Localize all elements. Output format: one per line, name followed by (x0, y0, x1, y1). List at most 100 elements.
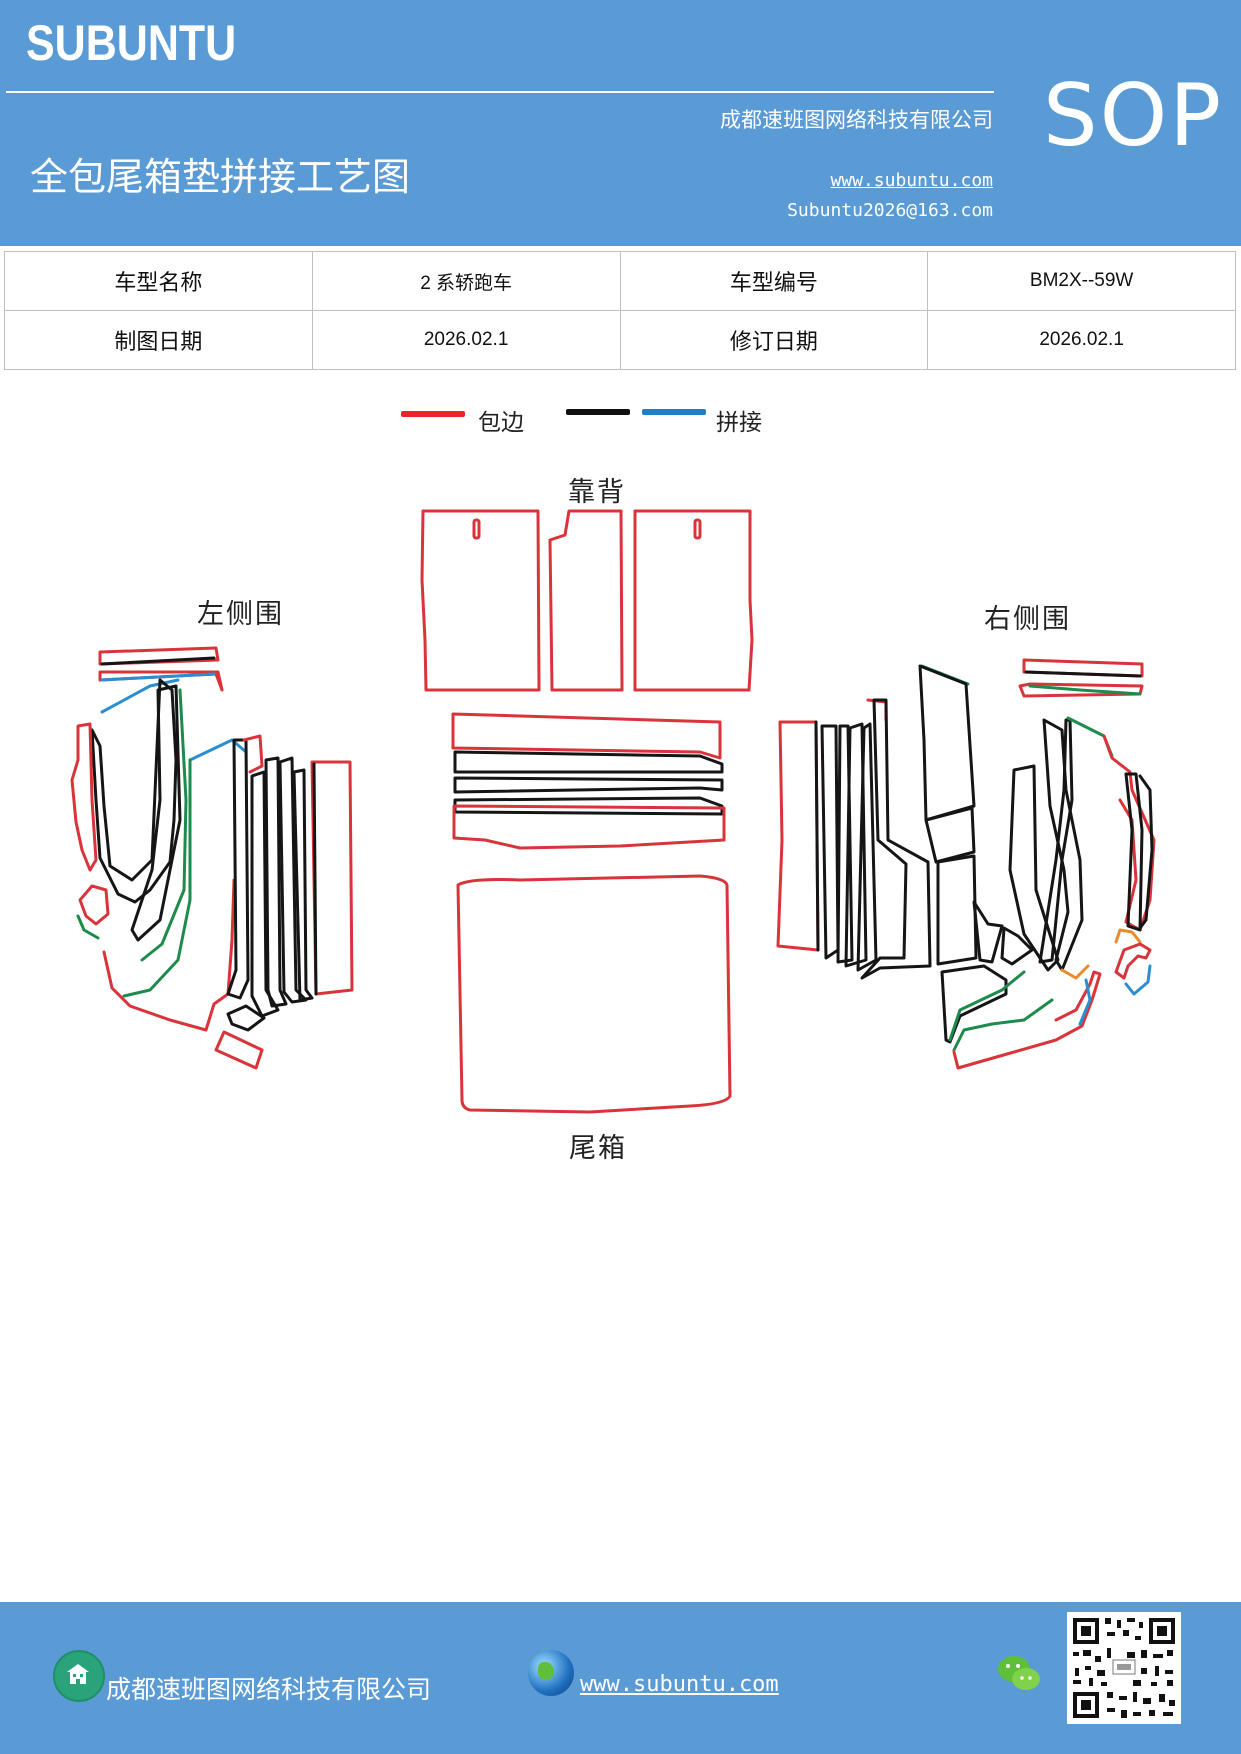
middle-strips (451, 712, 726, 850)
right-inner-strip-1 (1124, 772, 1144, 932)
right-strip-3 (836, 724, 854, 964)
right-seam-blue-1 (1078, 978, 1092, 1026)
right-strip-top-2 (1018, 682, 1144, 698)
left-panel-outer-edge (70, 722, 98, 872)
qr-code[interactable] (1067, 1612, 1181, 1724)
wechat-icon[interactable] (996, 1652, 1042, 1694)
left-strip-7 (264, 756, 288, 1008)
legend-red-line (401, 411, 465, 417)
right-strip-5-edge (866, 698, 888, 722)
left-strip-5-edge (242, 734, 264, 774)
header-website-link[interactable]: www.subuntu.com (830, 170, 993, 191)
footer-company: 成都速班图网络科技有限公司 (106, 1675, 432, 1704)
table-cell: BM2X--59W (927, 251, 1236, 311)
label-left-side: 左侧围 (197, 599, 284, 630)
left-seam-blue-2 (188, 738, 248, 762)
right-middle-edge (1102, 734, 1156, 932)
right-strip-left (776, 720, 820, 952)
right-seam-orange-2 (1114, 928, 1142, 944)
right-middle-panel-3 (1038, 718, 1074, 964)
left-panel-4-seam (122, 758, 192, 998)
right-strip-left-seam (814, 720, 820, 952)
label-trunk: 尾箱 (569, 1133, 627, 1164)
right-panel-mid-3 (972, 900, 1004, 964)
building-icon (53, 1650, 105, 1702)
table-row: 车型名称 2 系轿跑车 车型编号 BM2X--59W (4, 251, 1236, 311)
footer-website-link[interactable]: www.subuntu.com (580, 1672, 779, 1697)
right-lower-seam-green-2 (952, 998, 1054, 1052)
left-strip-10 (310, 760, 354, 996)
header-banner (0, 0, 1241, 246)
right-panel-mid-2 (936, 854, 978, 966)
left-small-block-2 (214, 1030, 264, 1070)
table-cell: 制图日期 (4, 310, 313, 370)
backrest-panels (420, 509, 754, 692)
left-seam-blue-1 (100, 678, 180, 714)
right-panel-mid-4 (1000, 926, 1034, 966)
backrest-panel-right (633, 509, 754, 692)
right-seam-orange-1 (1060, 964, 1090, 980)
right-lower-seam-green-1 (948, 970, 1026, 1042)
middle-strip-3 (453, 776, 724, 794)
left-strip-top-1-seam (100, 656, 216, 666)
backrest-panel-middle (548, 509, 624, 692)
table-cell: 修订日期 (619, 310, 929, 370)
left-small-block-1 (226, 1004, 266, 1032)
label-backrest: 靠背 (568, 477, 626, 508)
legend-label-seam: 拼接 (716, 410, 762, 436)
table-row: 制图日期 2026.02.1 修订日期 2026.02.1 (4, 310, 1236, 370)
left-big-panel-edge (102, 878, 236, 1032)
right-panel-tall (918, 664, 976, 822)
left-panel-3-seam (140, 688, 188, 962)
document-title: 全包尾箱垫拼接工艺图 (30, 155, 411, 199)
left-strip-8 (278, 756, 308, 1004)
header-company: 成都速班图网络科技有限公司 (720, 108, 993, 132)
table-cell: 车型编号 (619, 251, 929, 311)
legend-label-binding: 包边 (478, 410, 524, 436)
left-side-panels (70, 646, 354, 1070)
right-strip-4 (844, 722, 868, 968)
right-strip-top-2-seam (1028, 684, 1142, 696)
right-inner-strip-2 (1138, 774, 1154, 930)
right-lower-left-block (940, 964, 1008, 1044)
right-panel-mid-1 (924, 806, 976, 864)
left-lower-seam-green (76, 914, 100, 940)
trunk-floor-panel (456, 874, 732, 1114)
left-panel-2 (130, 684, 182, 942)
right-strip-5 (856, 722, 878, 972)
right-lower-big-edge (952, 970, 1102, 1070)
header-email[interactable]: Subuntu2026@163.com (787, 200, 993, 221)
middle-strip-2 (453, 750, 724, 774)
middle-strip-top (451, 712, 722, 760)
right-strip-top-1 (1022, 658, 1144, 678)
legend-blue-line (642, 409, 706, 415)
globe-icon (528, 1650, 574, 1696)
left-lower-curve-1 (78, 884, 110, 926)
label-right-side: 右侧围 (984, 604, 1071, 635)
right-strip-6 (860, 698, 932, 980)
right-seam-blue-2 (1124, 964, 1152, 996)
table-cell: 2 系轿跑车 (311, 251, 621, 311)
left-panel-outer (90, 678, 178, 904)
left-strip-top-1 (98, 646, 220, 666)
left-strip-top-2 (98, 670, 224, 692)
left-strip-9 (292, 768, 314, 1002)
right-side-panels (776, 658, 1156, 1070)
sop-badge: SOP (1043, 66, 1224, 166)
backrest-panel-left (420, 509, 541, 692)
backrest-slot-left (472, 518, 481, 540)
right-middle-panel-1 (1008, 764, 1060, 972)
table-cell: 车型名称 (4, 251, 313, 311)
right-strip-top-1-seam (1024, 670, 1142, 678)
brand-logo: SUBUNTU (26, 15, 237, 71)
left-strip-top-2-seam (100, 672, 216, 682)
header-divider (6, 91, 994, 93)
middle-strip-bottom (452, 804, 726, 850)
table-cell: 2026.02.1 (311, 310, 621, 370)
table-cell: 2026.02.1 (927, 310, 1236, 370)
info-table: 车型名称 2 系轿跑车 车型编号 BM2X--59W 制图日期 2026.02.… (4, 251, 1236, 370)
right-strip-2 (820, 724, 840, 960)
right-small-curve (1114, 942, 1152, 980)
backrest-slot-right (693, 518, 702, 540)
